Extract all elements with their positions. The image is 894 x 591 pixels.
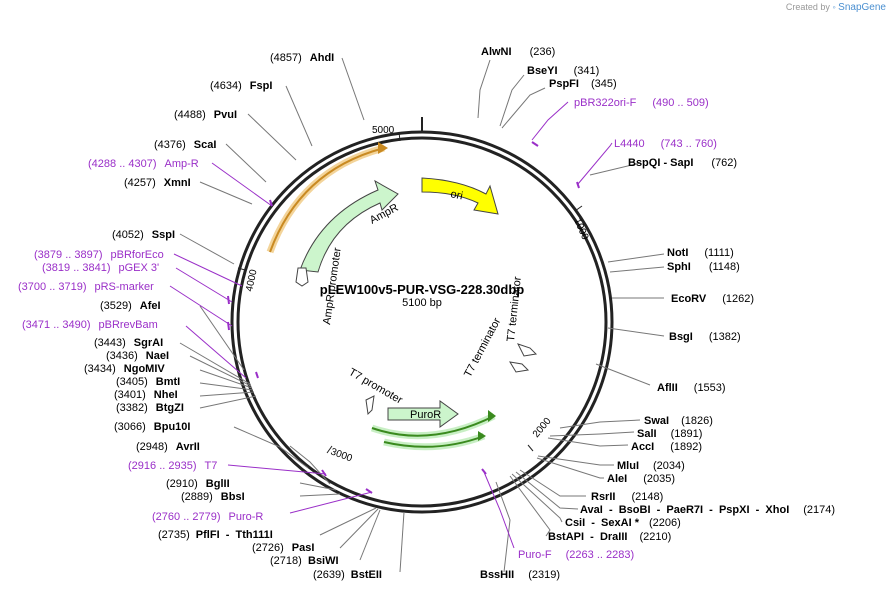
feature-label-t7-promoter: T7 promoter [347, 366, 405, 407]
snapgene-logo-icon: ◦ [832, 2, 836, 12]
site-bsiwi[interactable]: BsiWI [308, 555, 339, 567]
site-naei[interactable]: (3436)NaeI [106, 350, 169, 362]
site-alei[interactable]: AleI(2035) [607, 473, 675, 485]
primer-pgex-3[interactable]: (3819 .. 3841)pGEX 3' [42, 262, 159, 274]
primer-t7[interactable]: (2916 .. 2935)T7 [128, 460, 217, 472]
site-xmni[interactable]: (4257)XmnI [124, 177, 191, 189]
site-ahdi[interactable]: (4857)AhdI [270, 52, 334, 64]
tick-label-4000: 4000 [244, 268, 259, 292]
site-sphi[interactable]: SphI(1148) [667, 261, 740, 273]
site-alwni[interactable]: AlwNI(236) [481, 46, 555, 58]
site-bseyi[interactable]: BseYI(341) [527, 65, 599, 77]
site-csii-sexai[interactable]: CsiI - SexAI *(2206) [565, 517, 681, 529]
feature-t7-promoter[interactable]: T7 promoter [347, 366, 405, 416]
primer-l4440[interactable]: L4440(743 .. 760) [614, 138, 717, 150]
site-bsteii[interactable]: (2639)BstEII [313, 569, 382, 581]
primer-pbrrevbam[interactable]: (3471 .. 3490)pBRrevBam [22, 319, 158, 331]
tick-mark-4000 [237, 267, 246, 271]
site-bsiwi-pos: (2718) [270, 555, 302, 567]
site-pvui[interactable]: (4488)PvuI [174, 109, 237, 121]
site-pflfi-tth111i[interactable]: (2735)PflFI - Tth111I [158, 529, 273, 541]
tick-mark-1000 [574, 205, 583, 212]
site-bsshii[interactable]: BssHII(2319) [480, 569, 560, 581]
feature-ampr[interactable]: AmpR [299, 179, 400, 273]
primer-markers [227, 141, 580, 494]
tick-label-5000: 5000 [372, 125, 395, 136]
site-rsrii[interactable]: RsrII(2148) [591, 491, 663, 503]
feature-label-ori: ori [449, 188, 463, 202]
credit-prefix: Created by [785, 2, 830, 12]
site-avai-group[interactable]: AvaI - BsoBI - PaeR7I - PspXI - XhoI(217… [580, 504, 835, 516]
site-nhei[interactable]: (3401)NheI [114, 389, 178, 401]
primer-pbr322ori-f[interactable]: pBR322ori-F(490 .. 509) [574, 97, 709, 109]
tick-label-3000: 3000 [329, 446, 354, 464]
backbone-outer [230, 130, 614, 514]
site-bmti[interactable]: (3405)BmtI [116, 376, 180, 388]
site-btgzi[interactable]: (3382)BtgZI [116, 402, 184, 414]
feature-ori[interactable]: ori [421, 177, 499, 215]
site-bstapi-draiii[interactable]: BstAPI - DraIII(2210) [548, 531, 671, 543]
site-sgrai[interactable]: (3443)SgrAI [94, 337, 163, 349]
primer-leaders [169, 101, 613, 549]
feature-label-t7-terminator-2: T7 terminator [462, 316, 503, 380]
site-bpu10i[interactable]: (3066)Bpu10I [114, 421, 190, 433]
tick-mark-3000 [326, 445, 333, 454]
site-avrii[interactable]: (2948)AvrII [136, 441, 200, 453]
credit-brand: SnapGene [838, 2, 886, 13]
primer-prs-marker[interactable]: (3700 .. 3719)pRS-marker [18, 281, 154, 293]
feature-puror[interactable]: PuroR [387, 400, 459, 428]
snapgene-credit: Created by ◦ SnapGene [786, 2, 886, 13]
feature-label-puror: PuroR [410, 409, 441, 421]
site-fspi[interactable]: (4634)FspI [210, 80, 272, 92]
site-acci[interactable]: AccI(1892) [631, 441, 702, 453]
site-labels: AlwNI(236) BseYI(341) PspFI(345) BspQI -… [84, 46, 835, 581]
site-sali[interactable]: SalI(1891) [637, 428, 702, 440]
site-aflii[interactable]: AflII(1553) [657, 382, 726, 394]
site-afei[interactable]: (3529)AfeI [100, 300, 161, 312]
primer-puro-f[interactable]: Puro-F(2263 .. 2283) [518, 549, 634, 561]
site-sspi[interactable]: (4052)SspI [112, 229, 175, 241]
site-bbsi[interactable]: (2889)BbsI [181, 491, 245, 503]
plasmid-size: 5100 bp [402, 297, 442, 309]
plasmid-name: pLEW100v5-PUR-VSG-228.30dbp [320, 282, 525, 297]
primer-amp-r[interactable]: (4288 .. 4307)Amp-R [88, 158, 199, 170]
backbone-inner [236, 136, 608, 508]
tick-label-1000: 1000 [571, 217, 590, 242]
site-pasi[interactable]: (2726)PasI [252, 542, 314, 554]
tick-mark-2000 [527, 444, 534, 452]
site-swai[interactable]: SwaI(1826) [644, 415, 713, 427]
site-ecorv[interactable]: EcoRV(1262) [671, 293, 754, 305]
primer-pbrforeco[interactable]: (3879 .. 3897)pBRforEco [34, 249, 164, 261]
site-bsgi[interactable]: BsgI(1382) [669, 331, 741, 343]
site-bglii[interactable]: (2910)BglII [166, 478, 230, 490]
site-scai[interactable]: (4376)ScaI [154, 139, 216, 151]
site-noti[interactable]: NotI(1111) [667, 247, 734, 259]
site-pspfi[interactable]: PspFI(345) [549, 78, 617, 90]
site-leaders [179, 57, 665, 573]
primer-labels: pBR322ori-F(490 .. 509) L4440(743 .. 760… [18, 97, 717, 561]
tick-mark-5000 [398, 131, 401, 142]
site-mlui[interactable]: MluI(2034) [617, 460, 685, 472]
site-bspqi-sapi[interactable]: BspQI - SapI(762) [628, 157, 737, 169]
primer-puro-r[interactable]: (2760 .. 2779)Puro-R [152, 511, 263, 523]
site-ngomiv[interactable]: (3434)NgoMIV [84, 363, 165, 375]
